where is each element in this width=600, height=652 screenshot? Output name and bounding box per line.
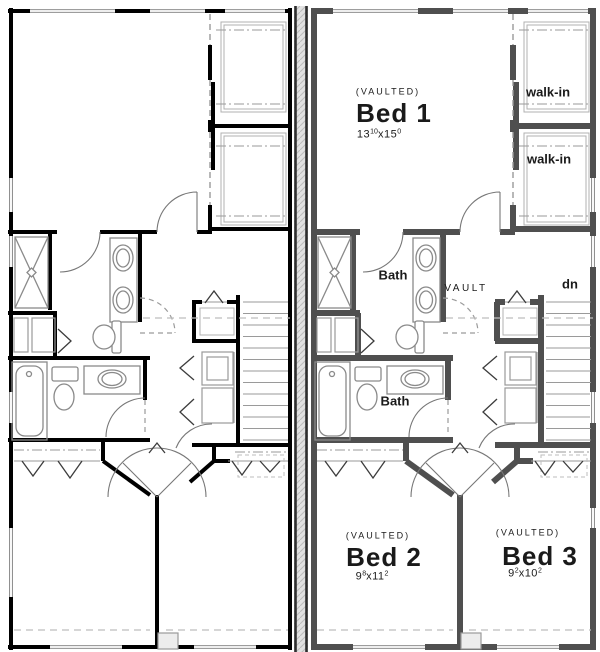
bed2-vaulted-tag: (VAULTED): [345, 530, 411, 541]
bed2-dim-feet-w: 9: [355, 570, 363, 583]
bed3-dim-feet-h: 10: [524, 567, 538, 580]
bed3-dimensions: 92x102: [508, 567, 542, 580]
unit-left: [6, 6, 292, 652]
bed1-dim-sep: x: [377, 128, 384, 141]
window: [8, 178, 14, 597]
bed2-dimensions: 98x112: [355, 570, 389, 583]
walk-in-closet-2-label: walk-in: [526, 151, 572, 167]
bath-upper-label: Bath: [378, 267, 408, 283]
stairs-down-label: dn: [562, 276, 578, 292]
bed3-dim-inch-h: 2: [537, 567, 542, 575]
window: [590, 178, 596, 528]
bed2-dim-inch-w: 8: [362, 570, 367, 578]
bed1-dim-feet-h: 15: [383, 128, 398, 141]
bed3-dim-inch-w: 2: [514, 567, 519, 575]
walk-in-closet-1-label: walk-in: [525, 84, 571, 100]
bed1-dim-inch-w: 10: [370, 128, 378, 136]
bed3-label: Bed 3: [502, 541, 578, 571]
bed2-label: Bed 2: [346, 542, 422, 572]
bed2-dim-feet-h: 11: [372, 570, 385, 583]
bed3-vaulted-tag: (VAULTED): [495, 527, 561, 538]
bed1-dim-inch-h: 0: [397, 128, 402, 136]
vault-label: VAULT: [444, 283, 488, 294]
bed2-dim-inch-h: 2: [384, 570, 389, 578]
bed1-dim-feet-w: 13: [356, 128, 371, 141]
bed2-dim-sep: x: [366, 570, 373, 583]
bed1-vaulted-tag: (VAULTED): [355, 86, 421, 97]
party-wall: [294, 6, 308, 652]
bed3-dim-sep: x: [518, 567, 525, 580]
bath-lower-label: Bath: [380, 393, 410, 409]
bed1-dimensions: 1310x150: [356, 128, 402, 141]
bed3-dim-feet-w: 9: [508, 567, 515, 580]
bed1-label: Bed 1: [356, 98, 432, 128]
